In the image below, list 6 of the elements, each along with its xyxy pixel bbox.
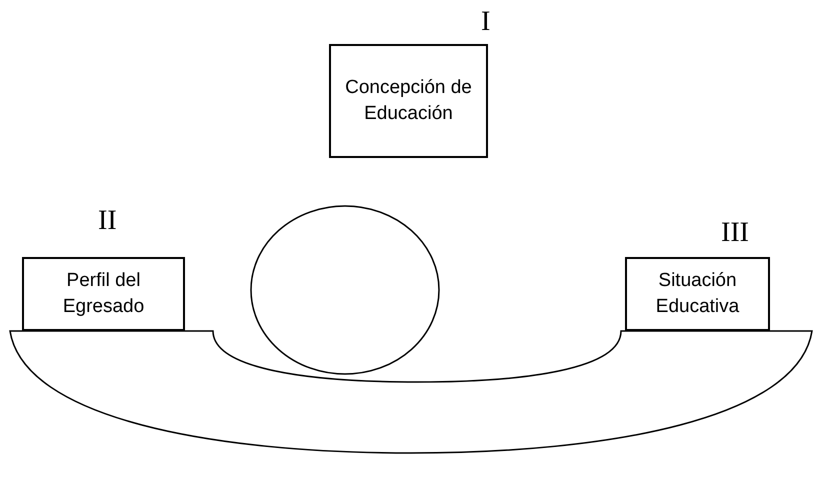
roman-numeral: II [98, 207, 117, 235]
roman-numeral: I [481, 8, 490, 36]
box-label: Perfil del Egresado [62, 269, 146, 319]
roman-numeral: III [721, 219, 749, 247]
box-label: Situación Educativa [654, 269, 740, 319]
box-label: Concepción de Educación [344, 76, 473, 126]
